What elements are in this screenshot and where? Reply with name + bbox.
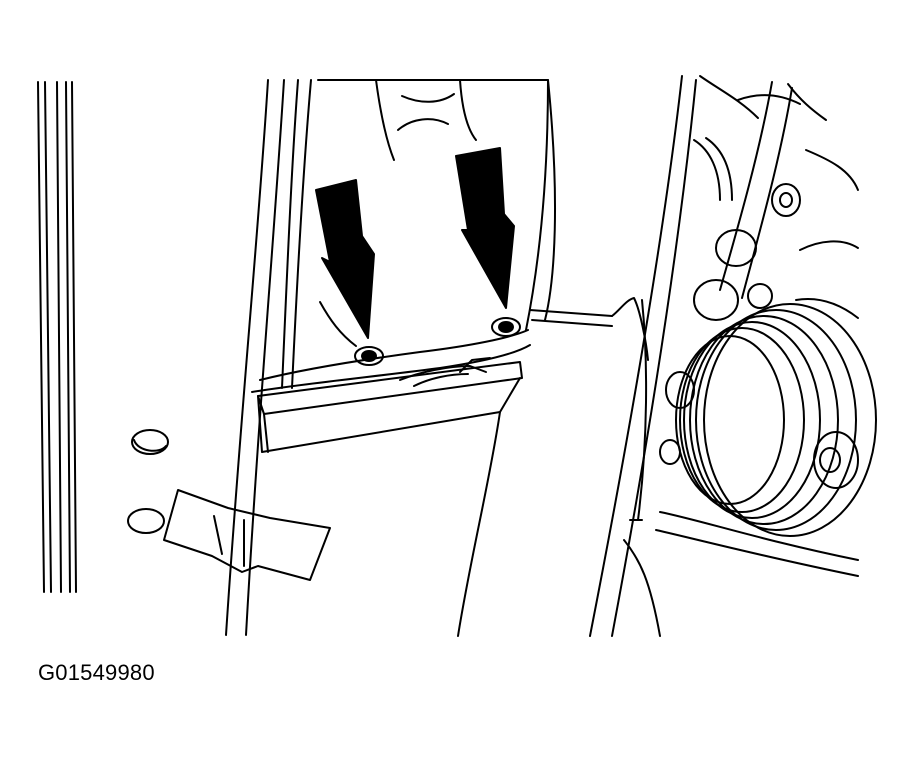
lower-panel — [457, 79, 556, 637]
lower-shield-bracket — [257, 357, 523, 453]
left-fastener — [354, 346, 384, 366]
pulley — [675, 303, 877, 537]
door-frame-lines — [37, 81, 77, 593]
bolt-upper — [771, 183, 801, 217]
hole-plug — [131, 429, 169, 455]
engine-block-outline — [795, 149, 859, 319]
splash-shield-panel — [251, 79, 549, 393]
fender-edge-lines — [225, 79, 312, 636]
figure-id-label: G01549980 — [38, 660, 155, 685]
right-fastener — [491, 317, 521, 337]
hose — [693, 137, 733, 201]
hole-plug — [127, 508, 165, 534]
arrow-down-icon — [315, 179, 375, 339]
engine-housing — [589, 75, 859, 637]
arrow-down-icon — [455, 147, 515, 309]
tape-strip — [163, 489, 331, 581]
